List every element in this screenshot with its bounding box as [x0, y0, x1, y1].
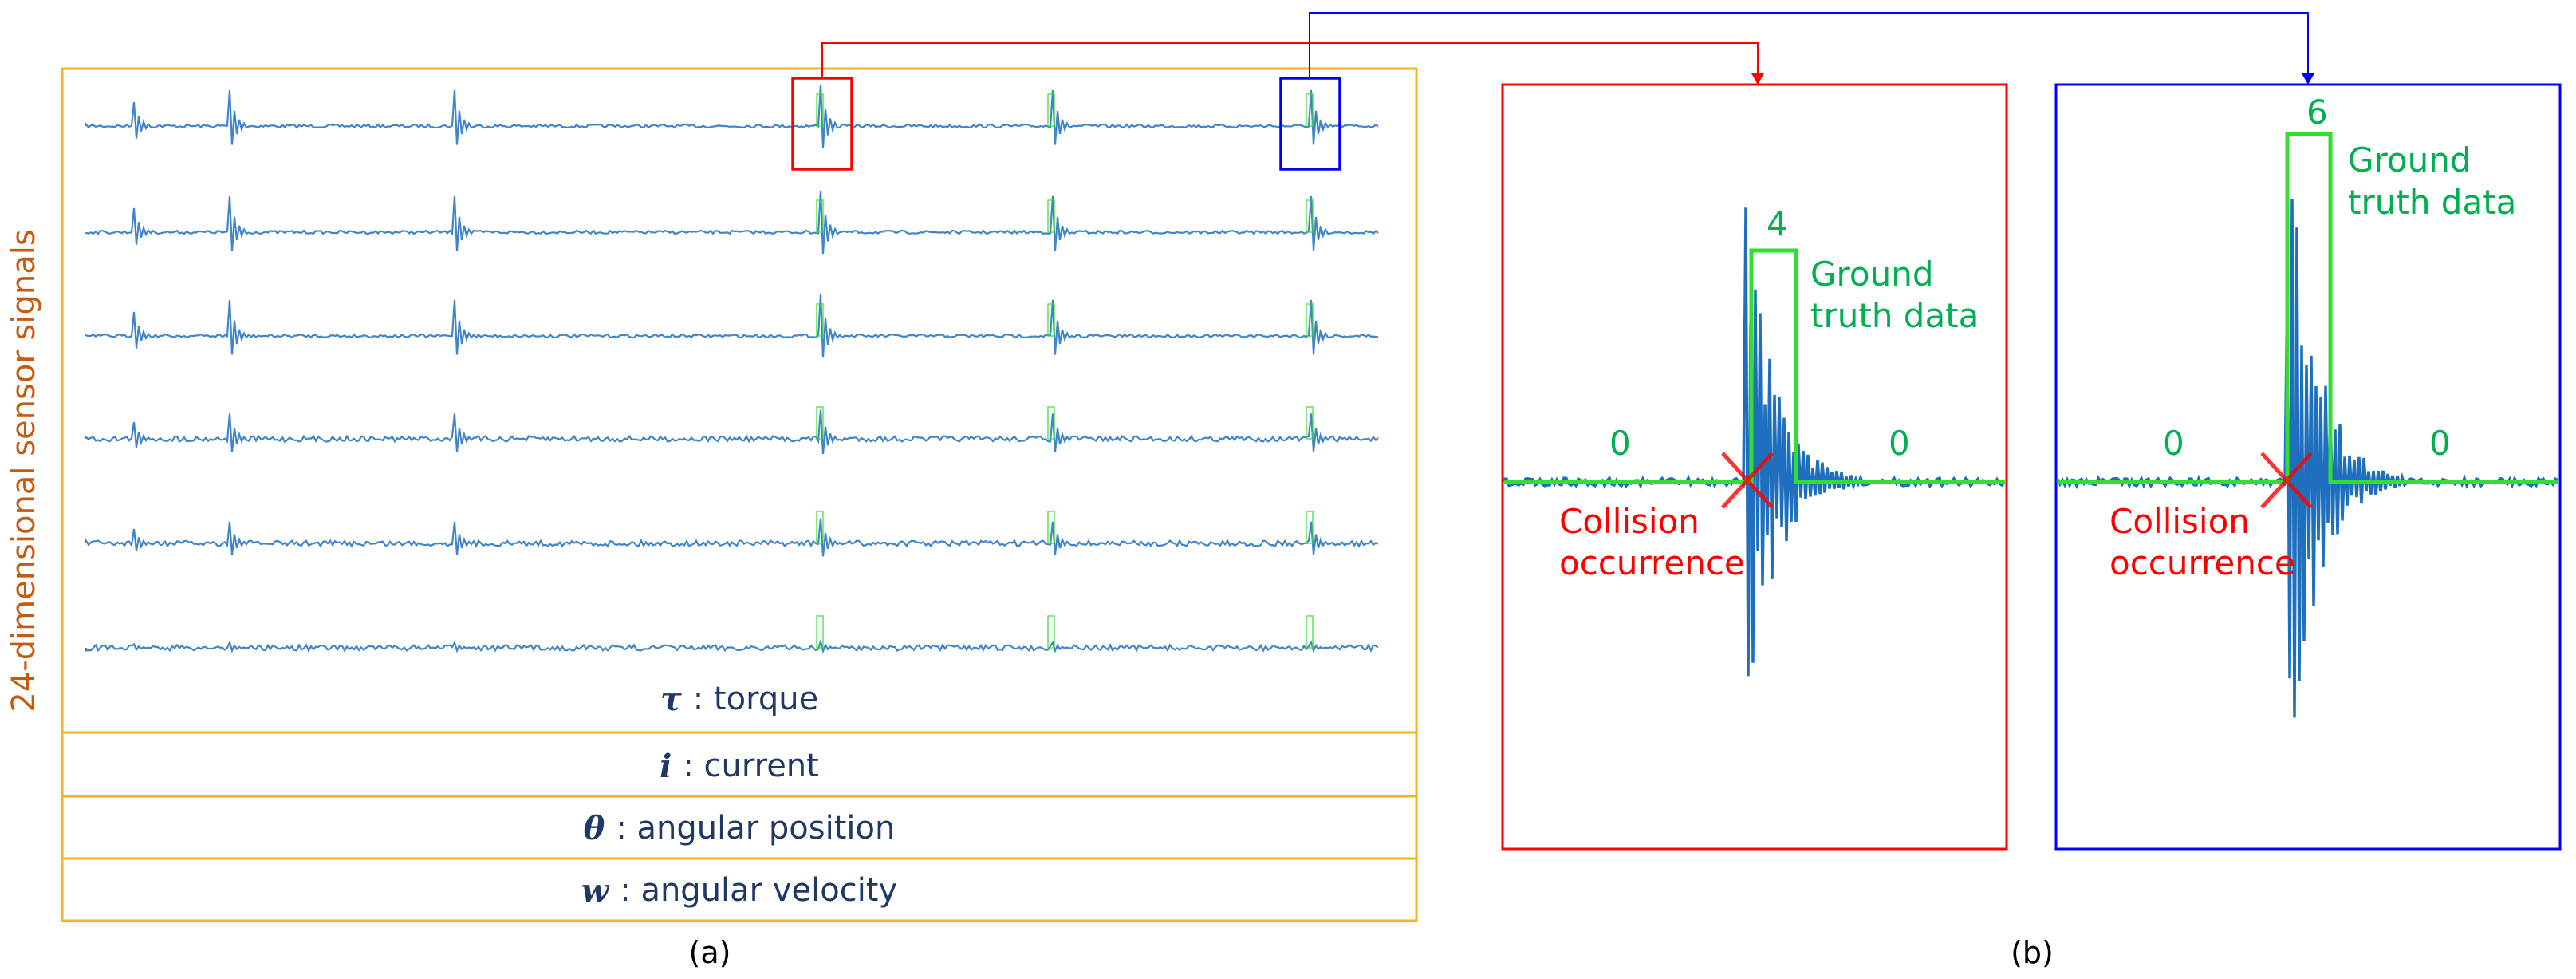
collision-cross-red: [1721, 452, 1774, 509]
zoom-red-frame: [1501, 83, 2008, 851]
legend-text-current: : current: [683, 748, 819, 784]
ground-truth-pulse: [1047, 93, 1055, 127]
legend-text-angular-velocity: : angular velocity: [620, 872, 898, 909]
panel-a-frame: [61, 67, 1418, 922]
caption-a: (a): [688, 935, 731, 970]
legend-angular-position: θ : angular position: [62, 798, 1416, 859]
collision-cross-blue: [2260, 452, 2313, 509]
ground-truth-pulse: [1306, 511, 1314, 544]
blue-gt-label-line1: Ground: [2348, 140, 2472, 180]
caption-b: (b): [2011, 935, 2054, 970]
red-right-zero: 0: [1889, 424, 1910, 463]
blue-collision-line1: Collision: [2109, 502, 2250, 541]
blue-left-zero: 0: [2163, 424, 2184, 463]
ground-truth-pulse: [1047, 199, 1055, 233]
ground-truth-pulse: [1047, 511, 1055, 544]
zoom-blue-ground-truth: [2058, 132, 2558, 484]
ground-truth-pulse: [1306, 406, 1314, 440]
legend-angular-velocity: w : angular velocity: [62, 860, 1416, 921]
ground-truth-pulse: [1047, 406, 1055, 440]
legend-symbol-torque: τ: [660, 680, 682, 718]
ground-truth-pulse: [816, 303, 824, 337]
blue-right-zero: 0: [2429, 424, 2451, 463]
signal-trace: [85, 190, 1379, 255]
zoom-red-ground-truth: [1504, 248, 2005, 484]
legend-symbol-angular-position: θ: [583, 809, 605, 847]
connector-blue: [1309, 12, 2309, 80]
ground-truth-pulse: [816, 93, 824, 127]
legend-symbol-angular-velocity: w: [581, 871, 609, 910]
ground-truth-pulse: [1306, 615, 1314, 649]
legend-current: i : current: [62, 736, 1416, 796]
blue-gt-label-line2: truth data: [2348, 183, 2517, 222]
ground-truth-pulse: [816, 406, 824, 440]
red-collision-line1: Collision: [1559, 502, 1700, 541]
ground-truth-pulse: [816, 615, 824, 649]
signal-trace: [85, 638, 1379, 654]
ground-truth-pulse: [1306, 303, 1314, 337]
legend-text-torque: : torque: [692, 681, 819, 717]
blue-gt-value: 6: [2306, 93, 2328, 132]
red-left-zero: 0: [1609, 424, 1631, 463]
connector-blue-arrow: [2302, 73, 2314, 85]
red-gt-label-line2: truth data: [1810, 296, 1979, 335]
ground-truth-pulse: [1306, 199, 1314, 233]
side-label-text: 24-dimensional sensor signals: [6, 229, 42, 713]
legend-symbol-current: i: [660, 747, 672, 785]
connector-red-arrow: [1751, 73, 1764, 85]
signal-trace: [85, 518, 1379, 557]
legend-torque: τ : torque: [62, 669, 1416, 729]
legend-text-angular-position: : angular position: [616, 810, 896, 847]
ground-truth-pulse: [1047, 303, 1055, 337]
signal-trace: [85, 409, 1379, 455]
blue-collision-line2: occurrence: [2109, 543, 2295, 582]
connector-red: [821, 42, 1759, 80]
ground-truth-pulse: [1306, 93, 1314, 127]
red-gt-label-line1: Ground: [1810, 255, 1934, 294]
red-gt-value: 4: [1767, 204, 1788, 243]
red-collision-line2: occurrence: [1559, 543, 1745, 582]
signal-trace: [85, 84, 1379, 148]
ground-truth-pulse: [816, 199, 824, 233]
ground-truth-pulse: [1047, 615, 1055, 649]
signal-trace: [85, 294, 1378, 358]
ground-truth-pulse: [816, 511, 824, 544]
